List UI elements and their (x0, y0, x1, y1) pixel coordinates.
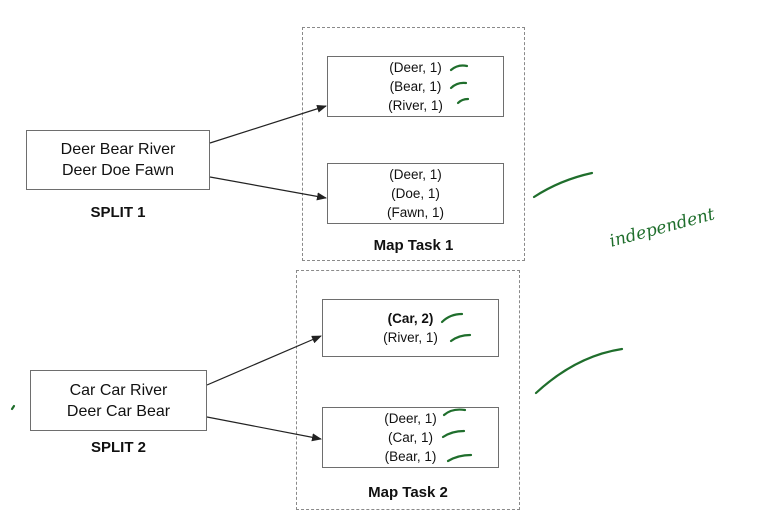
map-task-1-box-2: (Deer, 1) (Doe, 1) (Fawn, 1) (327, 163, 504, 224)
check-mark (440, 312, 464, 324)
map-task-2-label: Map Task 2 (368, 484, 448, 501)
pair: (Bear, 1) (384, 449, 437, 464)
check-mark (449, 333, 472, 343)
check-mark (442, 408, 467, 417)
split-line: Car Car River (69, 381, 168, 399)
split-1-label: SPLIT 1 (90, 204, 146, 221)
split-line: Deer Doe Fawn (61, 162, 175, 179)
check-mark (441, 429, 466, 439)
bracket-stroke (532, 171, 594, 199)
pair: (Fawn, 1) (386, 205, 444, 220)
split-line: Deer Bear River (60, 141, 176, 158)
split-line: Deer Car Bear (66, 402, 171, 420)
map-task-1-label: Map Task 1 (373, 237, 454, 254)
arrow-split1-to-box1 (209, 104, 327, 144)
dot-mark (10, 404, 16, 411)
pair: (Deer, 1) (389, 167, 442, 182)
pair: (Deer, 1) (389, 60, 442, 75)
map-task-1-box-1: (Deer, 1) (Bear, 1) (River, 1) (327, 56, 504, 117)
pair: (River, 1) (383, 330, 438, 345)
check-mark (449, 81, 468, 90)
map-task-2-box-2: (Deer, 1) (Car, 1) (Bear, 1) (322, 407, 499, 468)
split-2-box: Car Car River Deer Car Bear (30, 370, 207, 431)
arrow-split2-to-box2 (206, 416, 322, 442)
pair: (Car, 1) (387, 430, 433, 445)
pair: (Doe, 1) (391, 186, 440, 201)
check-mark (446, 453, 473, 463)
split-2-label: SPLIT 2 (90, 439, 146, 456)
pair: (Deer, 1) (384, 411, 437, 426)
check-mark (449, 64, 469, 72)
pair: (Bear, 1) (389, 79, 442, 94)
map-task-2-box-1: (Car, 2) (River, 1) (322, 299, 499, 357)
map-task-2-frame (296, 270, 520, 510)
split-1-box: Deer Bear River Deer Doe Fawn (26, 130, 210, 190)
arrow-split1-to-box2 (209, 176, 327, 201)
arrow-split2-to-box1 (206, 335, 322, 386)
map-task-1-frame (302, 27, 525, 261)
check-mark (456, 97, 470, 105)
bracket-stroke (534, 347, 624, 395)
check-marks (10, 64, 624, 463)
pair: (River, 1) (388, 98, 443, 113)
pair: (Car, 2) (387, 311, 434, 326)
